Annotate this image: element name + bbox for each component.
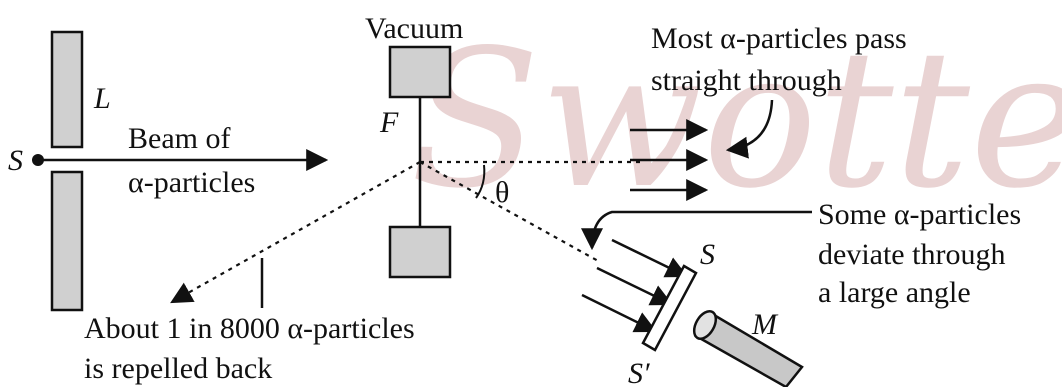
repelled-path bbox=[170, 161, 421, 304]
deviate-label-line1: Some α-particles bbox=[818, 198, 1021, 231]
theta-label: θ bbox=[495, 176, 509, 209]
screen-top-label: S bbox=[700, 238, 715, 271]
deflect-arrow-2 bbox=[596, 266, 673, 306]
theta-arc bbox=[475, 164, 486, 199]
pass-label-line1: Most α-particles pass bbox=[651, 22, 907, 55]
lead-plate-bottom bbox=[50, 170, 84, 312]
pass-label-line2: straight through bbox=[651, 64, 842, 97]
watermark: Swottes bbox=[410, 9, 1062, 230]
deviate-label-line2: deviate through bbox=[818, 238, 1005, 271]
screen-bottom-label: S′ bbox=[628, 357, 650, 387]
vacuum-block-top bbox=[388, 45, 452, 99]
fluorescent-screen bbox=[641, 264, 698, 352]
foil-label: F bbox=[379, 106, 399, 139]
beam-label-line1: Beam of bbox=[128, 122, 230, 155]
vacuum-label: Vacuum bbox=[365, 12, 463, 45]
deviate-label-line3: a large angle bbox=[818, 276, 971, 309]
beam-label-line2: α-particles bbox=[128, 166, 255, 199]
deflect-arrow-1 bbox=[611, 238, 688, 278]
lead-slit-label: L bbox=[93, 82, 111, 115]
deflected-path bbox=[419, 161, 601, 263]
repel-label-line1: About 1 in 8000 α-particles bbox=[84, 312, 415, 345]
vacuum-block-bottom bbox=[388, 225, 452, 279]
deviate-pointer bbox=[581, 210, 812, 251]
repel-label-line2: is repelled back bbox=[84, 352, 272, 385]
microscope-lens bbox=[692, 310, 718, 340]
deflect-arrow-3 bbox=[581, 293, 657, 333]
lead-plate-top bbox=[50, 30, 84, 149]
pass-pointer bbox=[725, 99, 774, 159]
microscope-label: M bbox=[751, 308, 779, 341]
source-label: S bbox=[8, 144, 23, 177]
